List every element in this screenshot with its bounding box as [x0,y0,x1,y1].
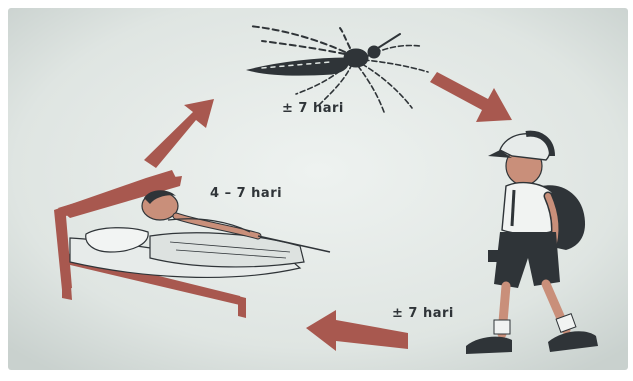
duration-label-sick-person: 4 – 7 hari [210,186,282,201]
duration-label-child-to-sick: ± 7 hari [392,306,454,321]
duration-label-mosquito-to-child: ± 7 hari [282,101,344,116]
